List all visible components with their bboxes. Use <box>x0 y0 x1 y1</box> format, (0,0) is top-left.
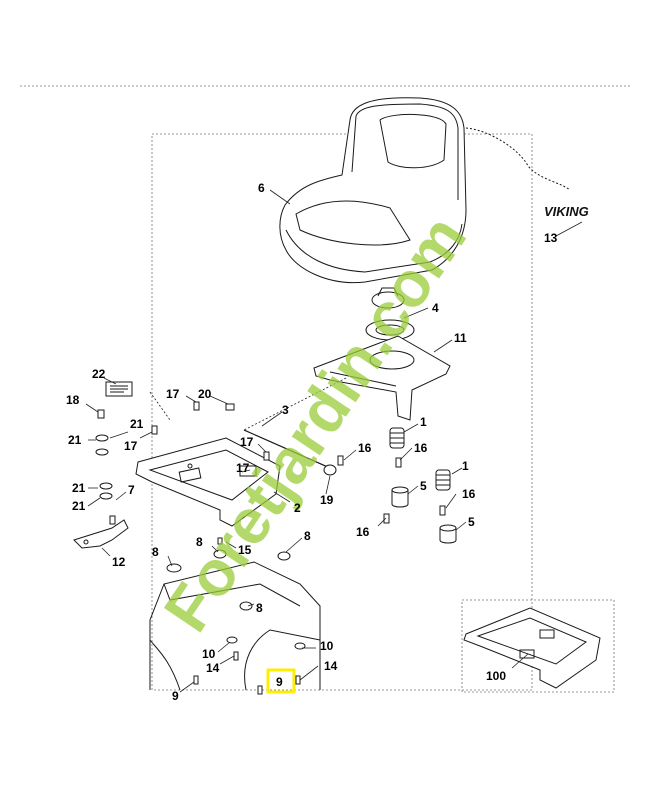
callout-5b: 5 <box>468 515 475 529</box>
callout-10a: 10 <box>202 647 216 661</box>
callout-18: 18 <box>66 393 80 407</box>
callout-9a: 9 <box>172 689 179 703</box>
spring-lower-part <box>435 469 451 491</box>
callout-15: 15 <box>238 543 252 557</box>
seat-part <box>279 97 571 284</box>
seat-plate-part <box>313 335 451 421</box>
leader-lines <box>85 189 583 693</box>
callout-1b: 1 <box>462 459 469 473</box>
inset-frame-100-part <box>463 607 601 689</box>
callout-10b: 10 <box>320 639 334 653</box>
callout-3: 3 <box>282 403 289 417</box>
callout-14a: 14 <box>206 661 220 675</box>
decal-part <box>105 381 133 397</box>
adjuster-knob-part <box>365 287 415 341</box>
callout-19: 19 <box>320 493 334 507</box>
callout-17a: 17 <box>166 387 180 401</box>
callout-9b: 9 <box>276 675 283 689</box>
callout-16a: 16 <box>358 441 372 455</box>
callout-8b: 8 <box>196 535 203 549</box>
callout-21c: 21 <box>72 481 86 495</box>
rod-part <box>243 429 337 476</box>
callout-21d: 21 <box>72 499 86 513</box>
callout-17b: 17 <box>124 439 138 453</box>
bolt-16-parts <box>337 455 446 524</box>
callout-7: 7 <box>128 483 135 497</box>
callout-17d: 17 <box>236 461 250 475</box>
callout-11: 11 <box>454 331 467 345</box>
callout-17c: 17 <box>240 435 254 449</box>
callout-8c: 8 <box>304 529 311 543</box>
callout-16d: 16 <box>356 525 370 539</box>
callout-22: 22 <box>92 367 106 381</box>
callout-5a: 5 <box>420 479 427 493</box>
washer-stack-parts <box>95 401 270 525</box>
lower-frame-part <box>135 437 281 527</box>
callout-8d: 8 <box>256 601 263 615</box>
callout-12: 12 <box>112 555 126 569</box>
callout-8a: 8 <box>152 545 159 559</box>
callout-13: 13 <box>544 231 558 245</box>
tractor-body-part <box>149 537 321 695</box>
callout-1a: 1 <box>420 415 427 429</box>
viking-logo: VIKING <box>544 204 589 219</box>
callout-4: 4 <box>432 301 439 315</box>
callout-21a: 21 <box>130 417 144 431</box>
callout-100: 100 <box>486 669 506 683</box>
callout-2: 2 <box>294 501 301 515</box>
callout-14b: 14 <box>324 659 338 673</box>
bracket-part <box>73 519 129 549</box>
callouts: 6 13 4 11 22 18 17 20 3 21 1 21 17 17 16… <box>66 181 558 703</box>
callout-6: 6 <box>258 181 265 195</box>
assembly-frame <box>151 133 533 691</box>
highlight-box <box>266 668 296 694</box>
buffer-lower-part <box>439 524 457 544</box>
callout-16b: 16 <box>414 441 428 455</box>
inset-frame <box>461 599 615 693</box>
callout-20: 20 <box>198 387 212 401</box>
buffer-upper-part <box>391 486 409 508</box>
spring-upper-part <box>389 427 405 449</box>
callout-21b: 21 <box>68 433 82 447</box>
callout-16c: 16 <box>462 487 476 501</box>
